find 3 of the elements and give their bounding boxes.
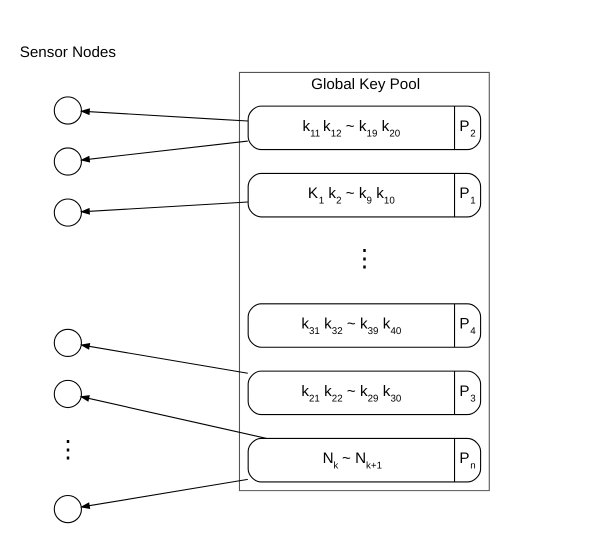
- label: ⋮: [56, 436, 80, 464]
- label: ⋮: [352, 245, 376, 272]
- label: Sensor Nodes: [20, 44, 116, 61]
